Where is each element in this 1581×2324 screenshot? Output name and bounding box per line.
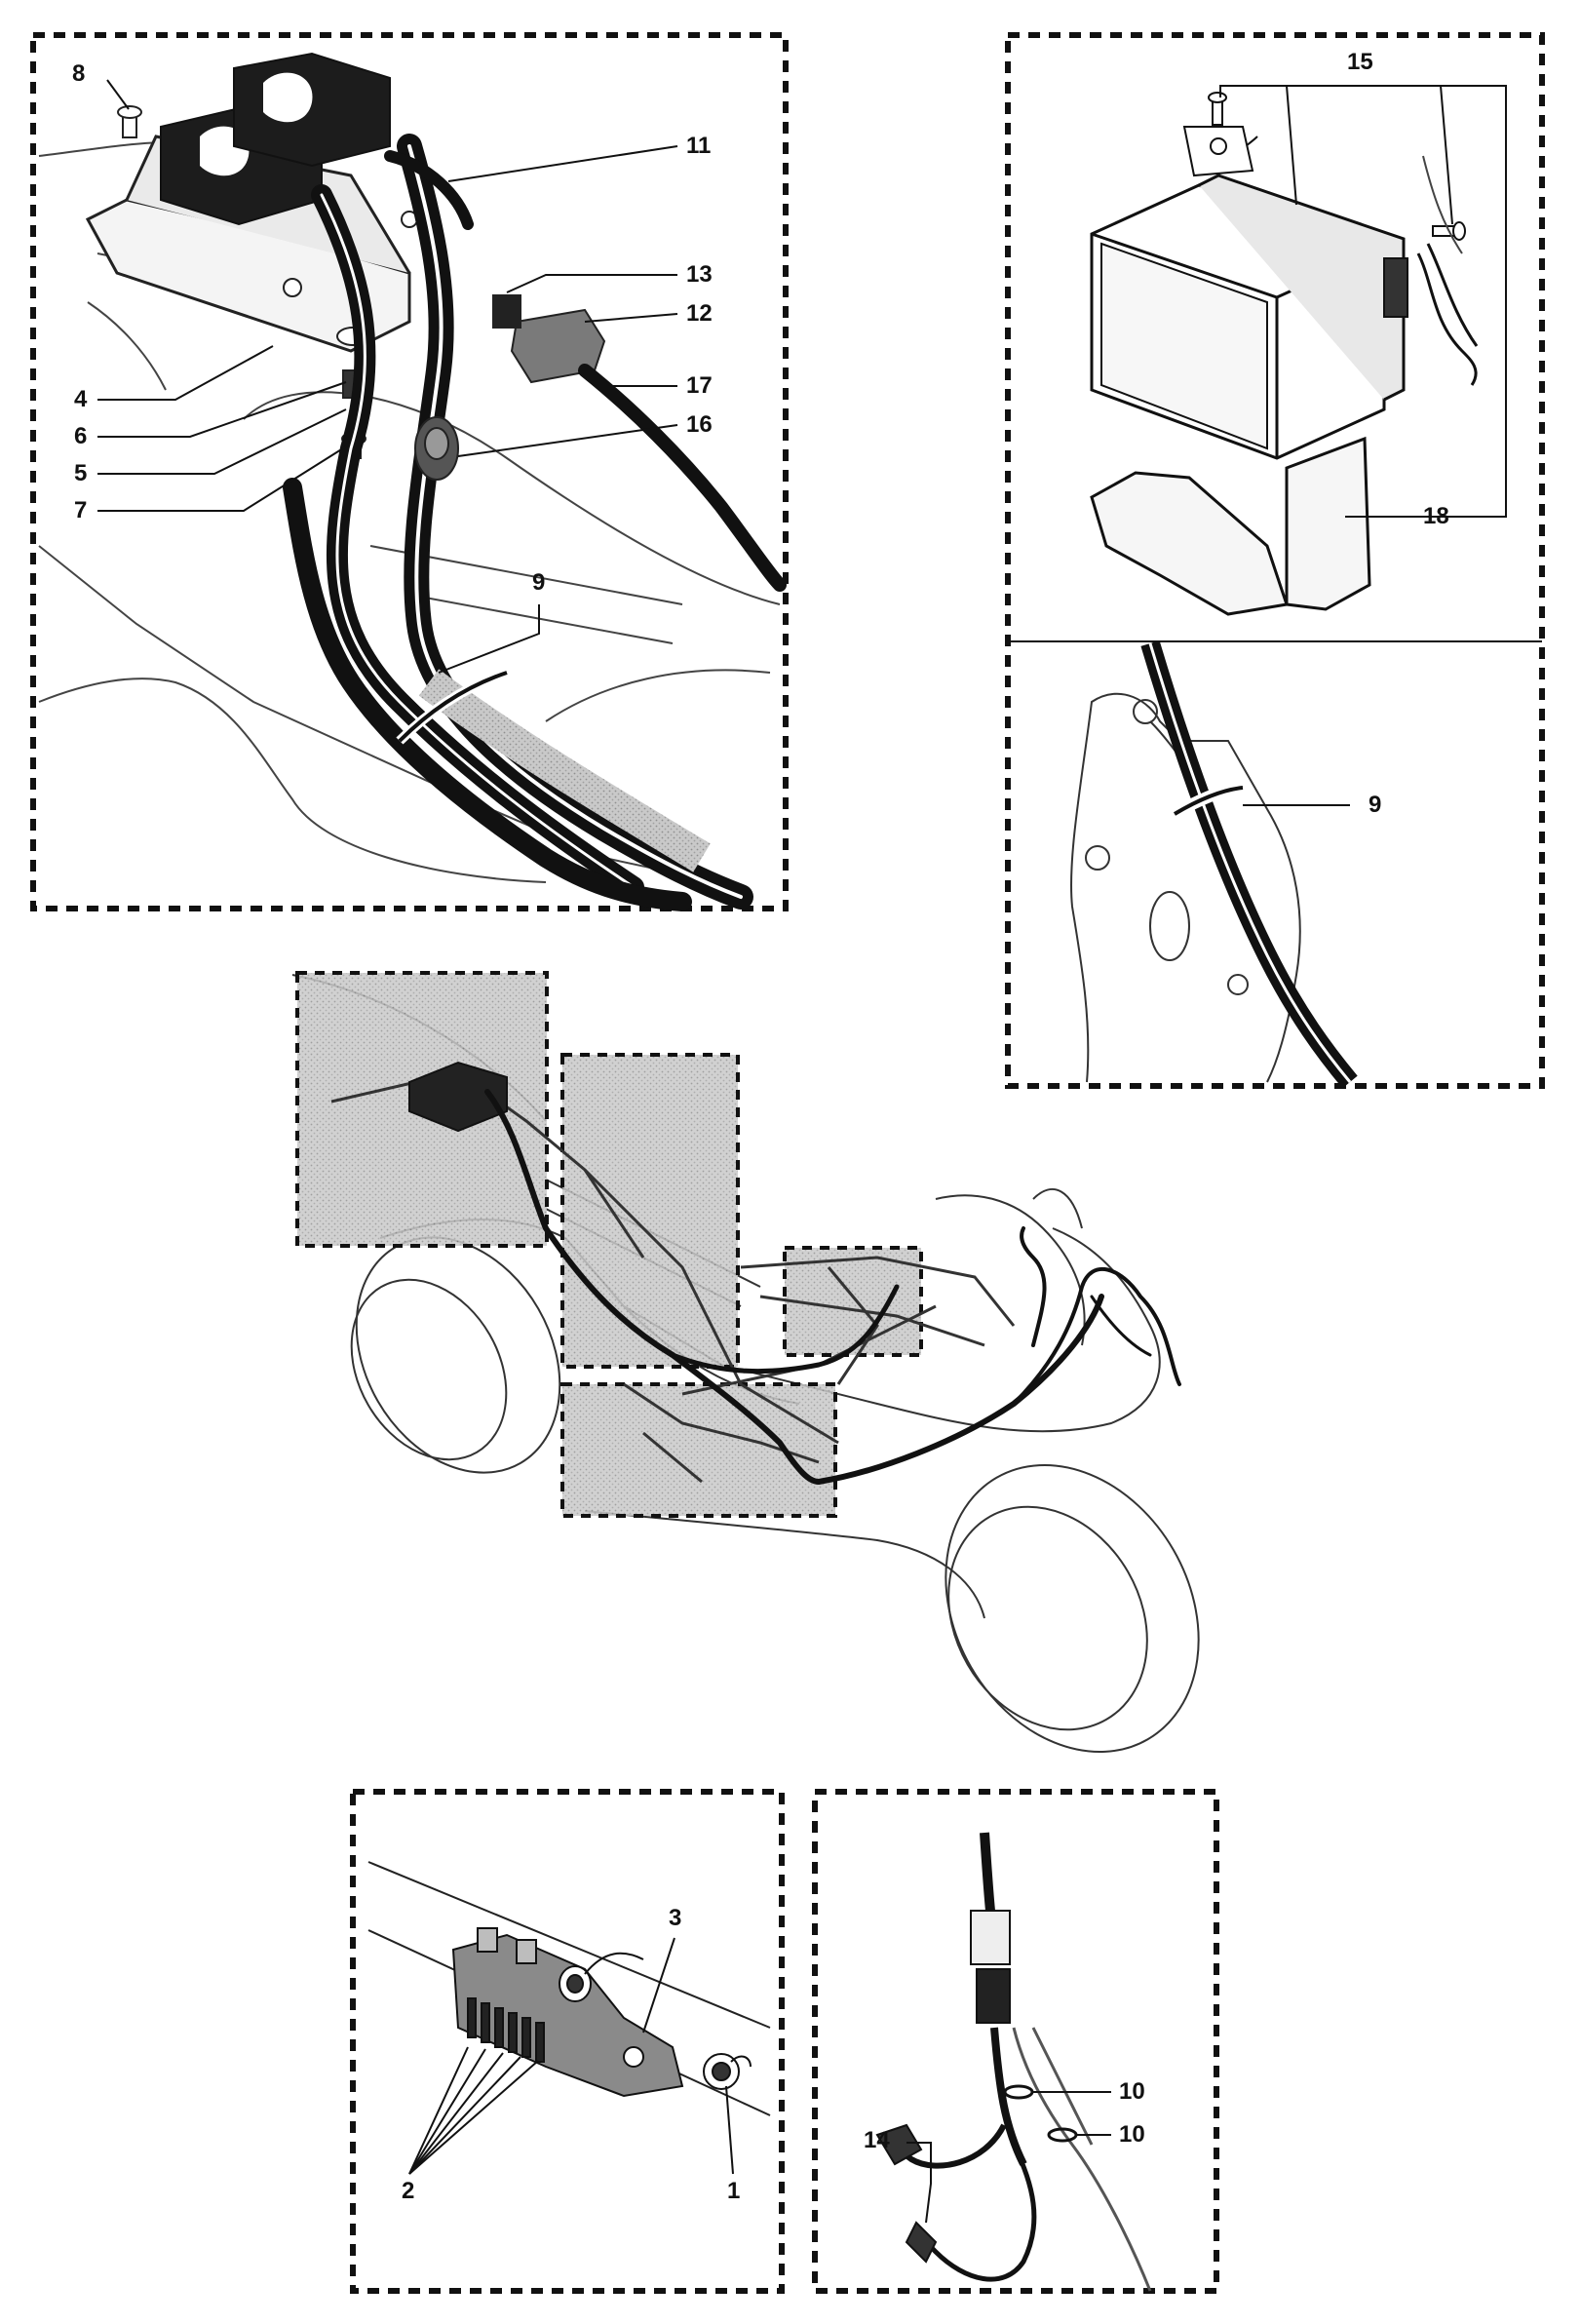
callout-5: 5 <box>74 460 88 486</box>
regulator-part <box>451 1927 684 2098</box>
callout-7: 7 <box>74 497 88 523</box>
detail-box-ground <box>560 1382 837 1518</box>
callout-1: 1 <box>727 2178 741 2204</box>
battery-pad-part <box>1090 436 1371 616</box>
battery-part <box>1090 126 1408 460</box>
callout-10-lower: 10 <box>1119 2121 1145 2148</box>
panel-bottom-left <box>350 1789 785 2294</box>
panel-bottom-right <box>812 1789 1219 2294</box>
callout-15: 15 <box>1347 49 1373 75</box>
callout-2: 2 <box>402 2178 415 2204</box>
callout-18: 18 <box>1423 503 1449 529</box>
ecu-module-bracket <box>85 52 418 353</box>
callout-10-upper: 10 <box>1119 2078 1145 2105</box>
callout-11: 11 <box>686 133 712 159</box>
callout-17: 17 <box>686 372 713 399</box>
callout-4: 4 <box>74 386 88 412</box>
callout-9-right: 9 <box>1369 792 1382 818</box>
callout-12: 12 <box>686 300 713 327</box>
detail-box-regulator <box>783 1246 923 1357</box>
panel-top-right <box>1005 32 1545 1089</box>
callout-3: 3 <box>669 1905 682 1931</box>
relay-part-12 <box>492 294 606 384</box>
motorcycle-overview <box>291 971 1200 1754</box>
callout-14: 14 <box>864 2127 890 2153</box>
panel-top-left <box>30 32 789 911</box>
callout-8: 8 <box>72 60 86 87</box>
detail-box-battery <box>560 1053 740 1369</box>
callout-9-top-left: 9 <box>532 569 546 596</box>
callout-16: 16 <box>686 411 713 438</box>
callout-13: 13 <box>686 261 713 288</box>
callout-6: 6 <box>74 423 88 449</box>
